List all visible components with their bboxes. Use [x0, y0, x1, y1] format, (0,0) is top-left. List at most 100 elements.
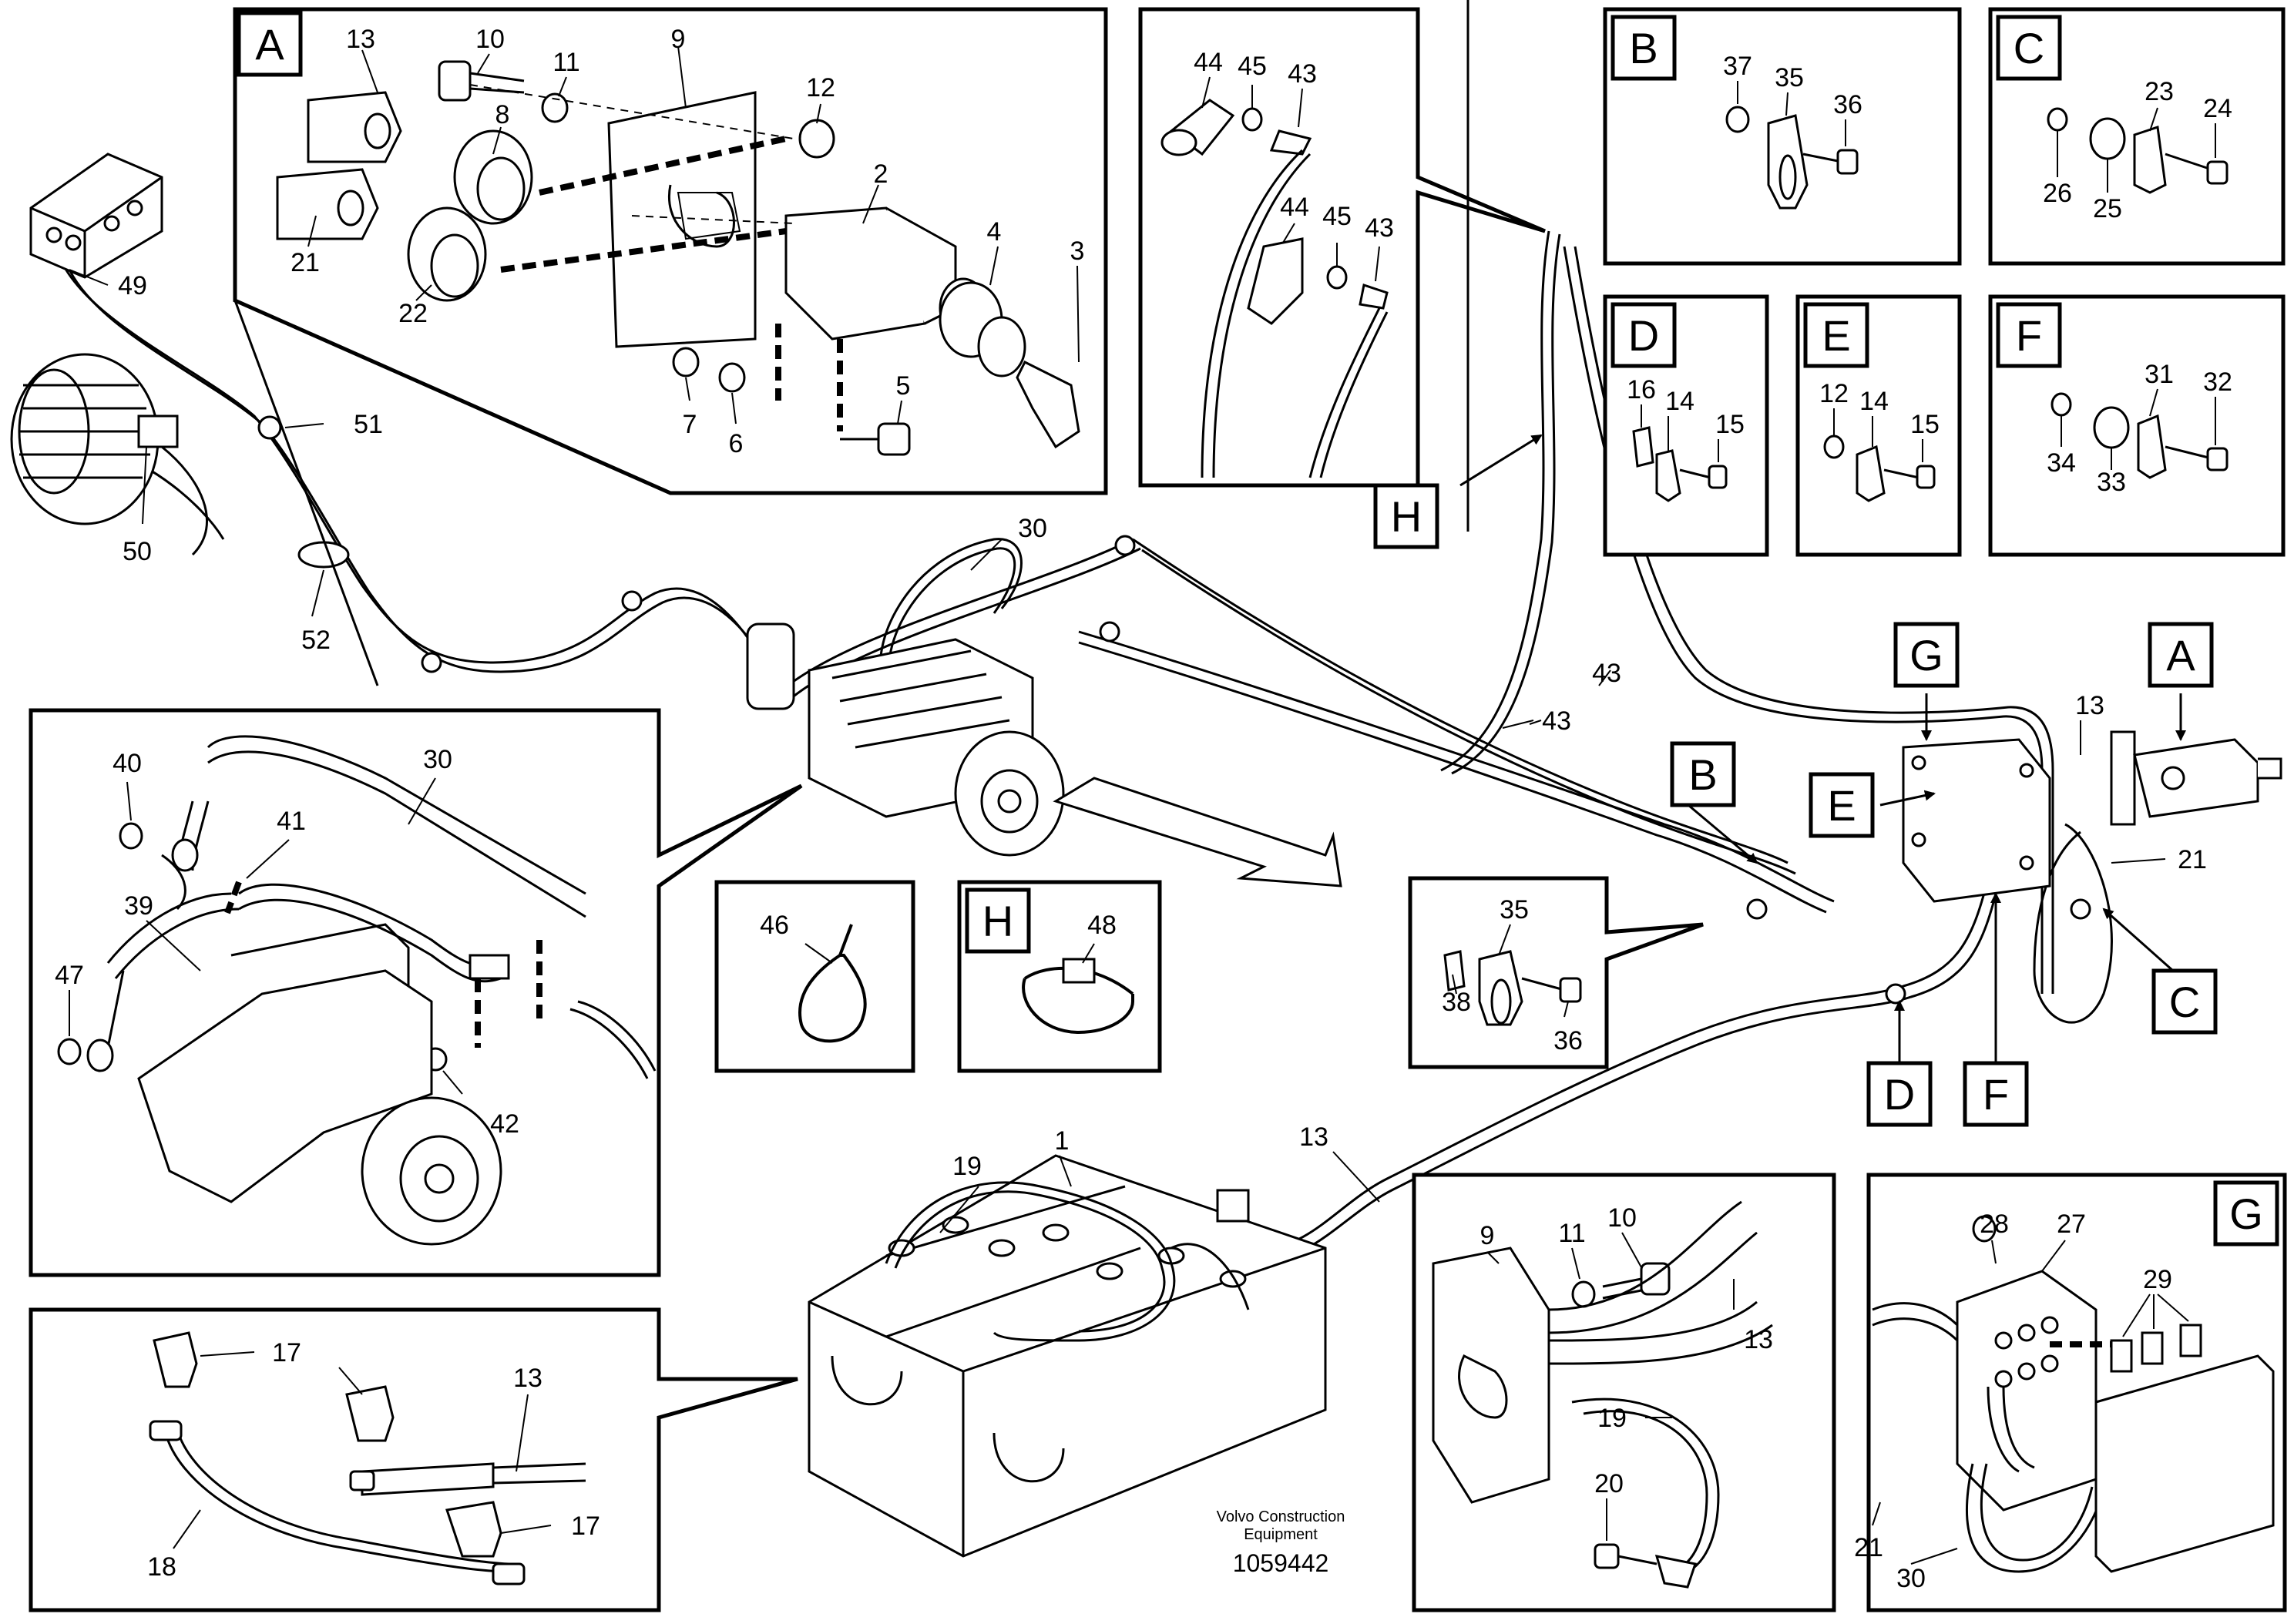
callout-13-detail: 13 [1744, 1325, 1773, 1354]
callout-2: 2 [874, 159, 888, 189]
company-line-1: Volvo Construction [1217, 1508, 1345, 1525]
detail-label-f-panel: F [2016, 311, 2042, 360]
detail-label-b-main: B [1688, 750, 1717, 799]
module-g-main [1902, 738, 2051, 903]
callout-22: 22 [398, 299, 428, 328]
callout-36-detail: 36 [1553, 1026, 1583, 1055]
callout-14-e: 14 [1859, 387, 1889, 416]
callout-15-d: 15 [1715, 410, 1745, 439]
connector-block [29, 153, 163, 279]
callout-43-main-b: 43 [1592, 659, 1621, 688]
company-line-2: Equipment [1244, 1526, 1318, 1543]
callout-8: 8 [495, 100, 510, 129]
callout-7: 7 [683, 410, 697, 439]
panel-cable-ends [1138, 7, 1546, 488]
callout-18: 18 [147, 1552, 176, 1582]
drawing-footer: Volvo Construction Equipment 1059442 [1217, 1508, 1345, 1577]
callout-23: 23 [2145, 77, 2174, 106]
callout-11-a: 11 [553, 48, 579, 77]
callout-21-g: 21 [1854, 1533, 1883, 1562]
main-switch-main [2110, 730, 2282, 826]
callout-35-detail: 35 [1500, 895, 1529, 924]
detail-label-e-panel: E [1822, 311, 1850, 360]
callout-17-top: 17 [272, 1338, 301, 1367]
callout-49: 49 [118, 271, 147, 300]
callout-1: 1 [1055, 1126, 1070, 1156]
panel-battery-terminals [29, 1307, 798, 1612]
callout-19-battery: 19 [952, 1152, 982, 1181]
callout-numbers: 13 10 11 9 12 8 2 4 3 21 22 5 7 6 44 45 … [55, 25, 2232, 1593]
callout-9-detail: 9 [1480, 1221, 1495, 1250]
callout-15-e: 15 [1910, 410, 1940, 439]
starter-motor [746, 622, 1065, 857]
callout-13-battery: 13 [1299, 1122, 1328, 1152]
detail-label-f-main: F [1983, 1070, 2009, 1119]
callout-21-main: 21 [2178, 845, 2207, 874]
callout-5: 5 [896, 371, 911, 401]
callout-35-b: 35 [1775, 63, 1804, 92]
callout-24: 24 [2203, 94, 2232, 123]
panel-clip-detail [1408, 876, 1704, 1069]
detail-labels: A B C D E F G H H B G A E C D F [255, 20, 2262, 1238]
callout-47: 47 [55, 961, 84, 990]
callout-30-main: 30 [1018, 514, 1047, 543]
batteries [808, 1154, 1327, 1558]
callout-42: 42 [490, 1109, 519, 1139]
callout-44-bottom: 44 [1280, 193, 1309, 222]
detail-label-e-main: E [1827, 781, 1856, 830]
callout-9-a: 9 [671, 25, 686, 54]
callout-10-detail: 10 [1607, 1203, 1637, 1233]
callout-6: 6 [729, 429, 744, 458]
callout-14-d: 14 [1665, 387, 1694, 416]
callout-43-top: 43 [1288, 59, 1317, 89]
detail-label-d-main: D [1884, 1070, 1915, 1119]
callout-11-detail: 11 [1558, 1219, 1585, 1248]
callout-13-a: 13 [346, 25, 375, 54]
callout-10-a: 10 [475, 25, 505, 54]
callout-34: 34 [2047, 448, 2076, 478]
callout-33: 33 [2097, 468, 2126, 497]
callout-43-bottom: 43 [1365, 213, 1394, 243]
callout-50: 50 [123, 537, 152, 566]
callout-12-a: 12 [806, 73, 835, 102]
callout-28: 28 [1980, 1210, 2009, 1239]
detail-label-c-main: C [2169, 978, 2200, 1026]
callout-38: 38 [1442, 988, 1471, 1017]
callout-44-top: 44 [1194, 48, 1223, 77]
callout-16: 16 [1627, 375, 1656, 404]
callout-20: 20 [1594, 1469, 1624, 1498]
panel-g [1866, 1173, 2287, 1612]
callout-17-bottom: 17 [571, 1512, 600, 1541]
detail-label-h-main: H [1391, 492, 1422, 541]
panel-bracket-detail [1412, 1173, 1836, 1612]
detail-label-b-panel: B [1629, 24, 1658, 72]
callout-29: 29 [2143, 1265, 2172, 1294]
callout-4: 4 [987, 217, 1002, 247]
callout-32: 32 [2203, 367, 2232, 397]
callout-48: 48 [1087, 911, 1117, 940]
callout-13-main: 13 [2075, 691, 2104, 720]
detail-label-a-main: A [2166, 631, 2195, 679]
callout-26: 26 [2043, 179, 2072, 208]
callout-39: 39 [124, 891, 153, 921]
callout-31: 31 [2145, 360, 2174, 389]
main-leaders [69, 269, 2166, 1233]
callout-46: 46 [760, 911, 789, 940]
battery-cables [885, 1181, 1250, 1342]
callout-30-detail: 30 [423, 745, 452, 774]
callout-19-detail: 19 [1597, 1404, 1627, 1433]
callout-27: 27 [2057, 1210, 2086, 1239]
callout-45-bottom: 45 [1322, 202, 1352, 231]
detail-label-g-panel: G [2229, 1189, 2263, 1238]
detail-label-g-main: G [1909, 631, 1943, 679]
detail-label-a-panel: A [255, 20, 284, 69]
callout-37: 37 [1723, 52, 1752, 81]
detail-label-boxes [237, 11, 2279, 1247]
callout-43-main-a: 43 [1542, 706, 1571, 736]
panel-a [233, 7, 1108, 686]
callout-51: 51 [354, 410, 383, 439]
callout-41: 41 [277, 807, 306, 836]
detail-label-c-panel: C [2014, 24, 2044, 72]
